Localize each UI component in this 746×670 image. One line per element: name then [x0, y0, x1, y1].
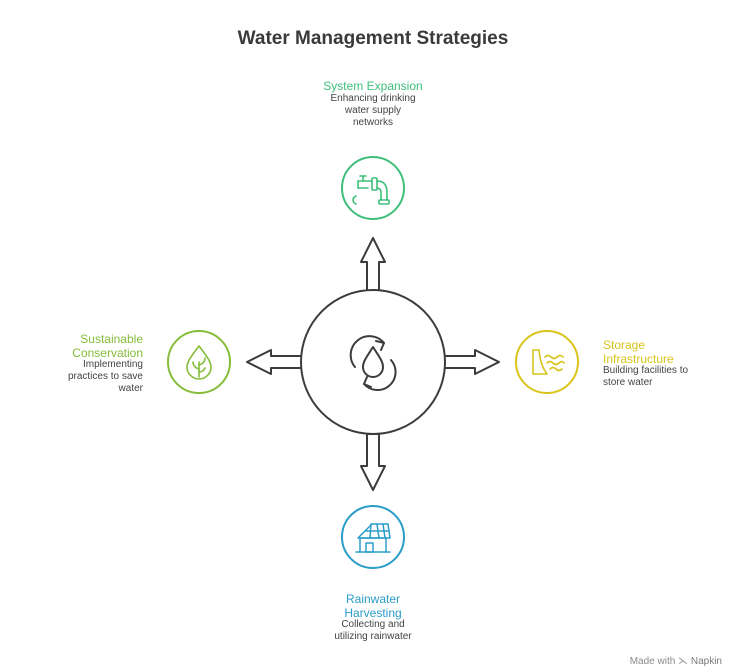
solar-roof-house-icon — [355, 523, 391, 553]
napkin-logo-icon: ⋋ — [678, 656, 689, 667]
node-bottom-title-line: Rainwater — [345, 592, 401, 606]
node-bottom-description-line: Collecting and — [341, 619, 405, 630]
arrow-up — [360, 237, 386, 295]
arrow-left — [246, 349, 304, 375]
node-top-description-line: Enhancing drinking — [330, 93, 416, 104]
water-cycle-icon — [349, 335, 397, 392]
node-left-description-line: Implementing — [82, 359, 143, 370]
center-circle — [300, 289, 446, 435]
node-right-title-line: Infrastructure — [603, 352, 674, 366]
node-left-title: Sustainable Conservation — [13, 332, 143, 360]
footer-brand: Napkin — [690, 656, 722, 667]
node-right-title: Storage Infrastructure — [603, 338, 733, 366]
node-left-description-line: water — [118, 383, 143, 394]
dam-icon — [532, 349, 565, 375]
footer-attribution[interactable]: Made with ⋋ Napkin — [630, 656, 722, 667]
node-top-description-line: networks — [352, 117, 393, 128]
node-left-description-line: practices to save — [67, 371, 143, 382]
arrow-right — [442, 349, 500, 375]
footer-made-with: Made with — [629, 656, 676, 667]
node-right-description-line: store water — [603, 377, 653, 388]
arrow-down — [360, 433, 386, 491]
diagram-title: Water Management Strategies — [237, 28, 509, 49]
node-left-title-line: Sustainable — [80, 332, 143, 346]
node-right-title-line: Storage — [603, 338, 646, 352]
node-right-description: Building facilities to store water — [603, 365, 733, 389]
node-left-description: Implementing practices to save water — [13, 359, 143, 395]
pipe-faucet-icon — [352, 175, 390, 205]
node-bottom-title-line: Harvesting — [344, 606, 402, 620]
node-top-description: Enhancing drinking water supply networks — [273, 93, 473, 129]
node-bottom-circle — [341, 505, 405, 569]
node-top-title: System Expansion — [323, 79, 423, 93]
node-bottom-description: Collecting and utilizing rainwater — [273, 619, 473, 643]
node-left-title-line: Conservation — [72, 346, 143, 360]
water-drop-plant-icon — [186, 345, 212, 380]
node-top-description-line: water supply — [344, 105, 402, 116]
node-bottom-description-line: utilizing rainwater — [334, 631, 412, 642]
node-right-description-line: Building facilities to — [603, 365, 689, 376]
node-top-circle — [341, 156, 405, 220]
node-bottom-title: Rainwater Harvesting — [273, 592, 473, 620]
